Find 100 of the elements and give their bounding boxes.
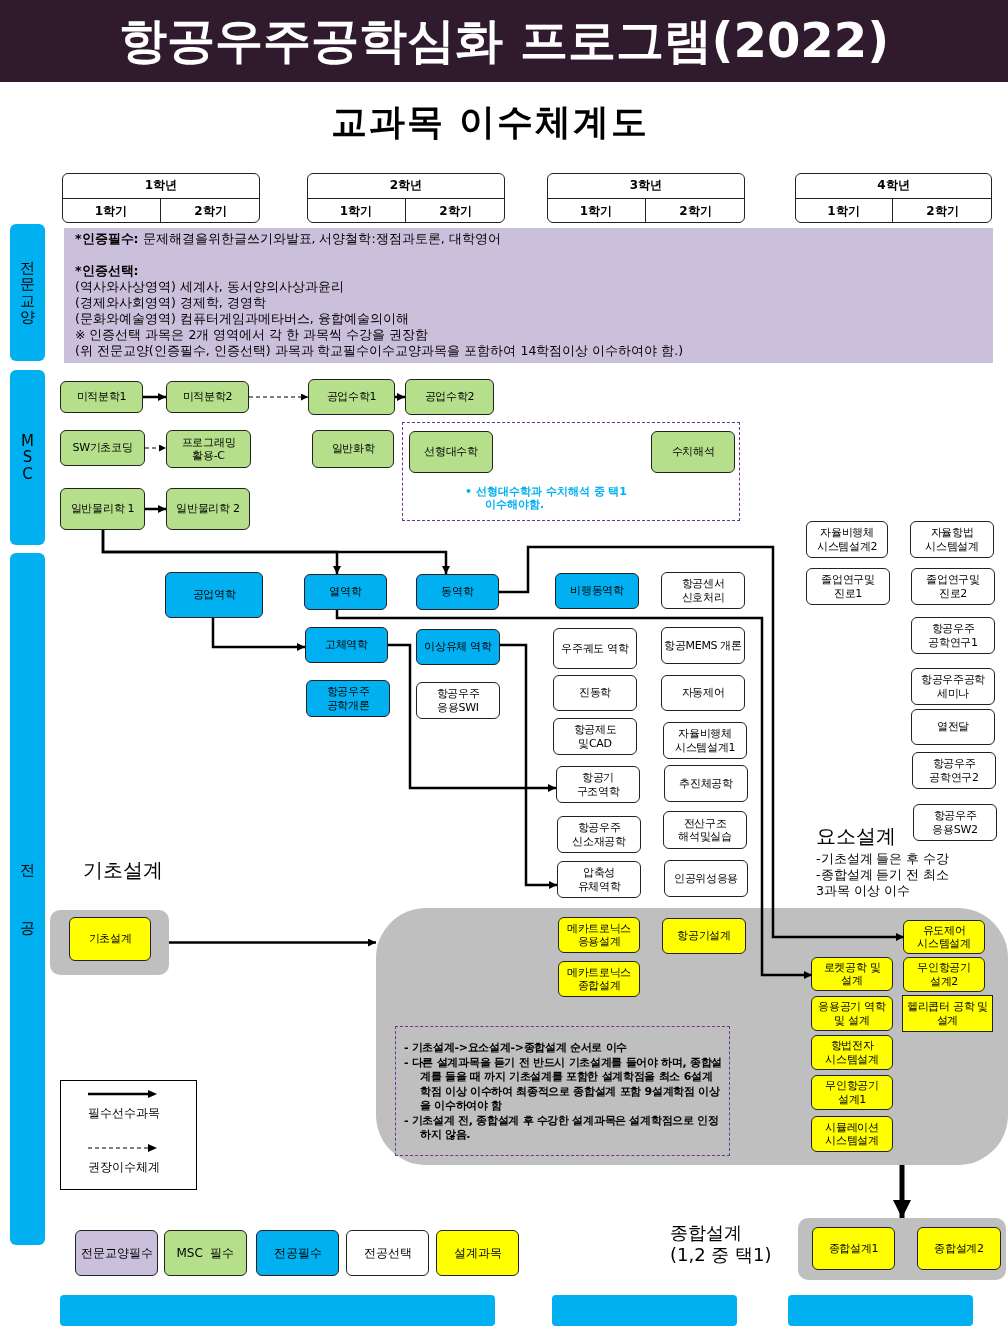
year-label: 2학년 <box>388 178 424 193</box>
course-box <box>806 521 888 558</box>
course-box <box>812 1227 895 1270</box>
course-box <box>910 521 994 558</box>
note-text: 문제해결을위한글쓰기와발표, 서양철학:쟁점과토론, 대학영어 <box>142 231 501 246</box>
arrow <box>248 393 309 401</box>
course-name: 공업수학1 <box>326 390 377 404</box>
year-header <box>62 173 260 223</box>
course-name: 전산구조 해석및실습 <box>677 816 733 844</box>
course-name: 이상유체 역학 <box>424 640 492 654</box>
course-box <box>811 957 893 991</box>
course-box <box>663 722 747 759</box>
course-box <box>416 682 500 719</box>
note-text: • 선형대수학과 수치해석 중 택1 이수해야함. <box>465 485 628 512</box>
course-box <box>409 431 493 473</box>
course-name: 일반물리학 1 <box>70 502 135 516</box>
group-heading: 요소설계 <box>816 824 896 848</box>
course-name: 시뮬레이션 시스템설계 <box>824 1120 880 1148</box>
course-box <box>661 572 745 609</box>
arrow <box>144 444 167 452</box>
arrow <box>500 643 557 889</box>
course-name: 유도제어 시스템설계 <box>916 923 972 951</box>
semester-label: 1학기 <box>579 203 613 219</box>
course-box <box>661 675 745 711</box>
arrow <box>143 393 166 401</box>
year-label: 1학년 <box>143 178 179 193</box>
course-name: 항공우주공학 세미나 <box>919 673 987 700</box>
course-box <box>557 816 641 853</box>
course-name: 자동제어 <box>681 686 725 700</box>
year-label: 4학년 <box>876 178 911 193</box>
course-box <box>60 381 143 413</box>
course-name: 일반물리학 2 <box>176 502 240 516</box>
arrow <box>388 643 556 792</box>
course-box <box>553 675 637 711</box>
group-heading: 기초설계 <box>83 858 163 882</box>
course-box <box>60 430 145 466</box>
year-header <box>795 173 992 223</box>
course-box <box>664 860 748 897</box>
course-name: 로켓공학 및 설계 <box>822 960 882 988</box>
arrow <box>101 530 450 574</box>
arrow <box>893 1165 911 1218</box>
legend-label: 권장이수체계 <box>88 1159 160 1176</box>
course-box <box>558 961 640 997</box>
course-name: 항공기 구조역학 <box>575 771 621 798</box>
group-note: -종합설계 듣기 전 최소 3과목 이상 이수 <box>816 867 951 899</box>
course-name: 비행동역학 <box>570 584 624 598</box>
course-box <box>663 811 747 849</box>
course-box <box>811 1116 893 1152</box>
course-box <box>661 627 745 664</box>
note-text: (위 전문교양(인증필수, 인증선택) 과목과 학교필수이수교양과목을 포함하여 14학점이상 이수하여야 함.) <box>75 343 685 359</box>
legend-label: 필수선수과목 <box>88 1105 160 1122</box>
course-name: 헬리콥터 공학 및 설계 <box>905 1000 990 1027</box>
arrow <box>335 609 812 979</box>
course-box <box>405 379 494 415</box>
course-box <box>811 996 893 1031</box>
course-name: 항공우주 공학개론 <box>325 685 371 712</box>
course-box <box>416 629 500 665</box>
course-name: 열역학 <box>329 585 362 599</box>
course-box <box>166 430 251 468</box>
course-box <box>913 804 997 841</box>
arrow <box>169 938 376 947</box>
course-name: 압축성 유체역학 <box>576 866 622 893</box>
note-text: *인증선택: <box>75 263 140 279</box>
note-text: (역사와사상영역) 세계사, 동서양의사상과윤리 <box>75 279 345 295</box>
course-name: 진동학 <box>578 686 612 700</box>
course-name: 항공우주 응용SW2 <box>931 809 979 836</box>
arrow <box>395 393 405 401</box>
subtitle: 교과목 이수체계도 <box>329 100 651 144</box>
semester-cell <box>307 198 406 223</box>
legend-label: 전문교양필수 <box>80 1244 153 1262</box>
year-header <box>307 173 505 223</box>
course-box <box>903 957 985 992</box>
course-box <box>664 765 748 802</box>
legend-label: MSC 필수 <box>176 1244 235 1262</box>
course-box <box>556 766 640 803</box>
course-box <box>903 920 985 954</box>
course-name: 무인항공기 설계1 <box>824 1079 880 1106</box>
course-name: 고체역학 <box>325 638 368 652</box>
note-frame <box>402 422 740 521</box>
course-box <box>558 917 640 953</box>
course-box <box>811 1075 893 1110</box>
course-name: 자율항법 시스템설계 <box>924 526 980 553</box>
course-name: 자율비행체 시스템설계1 <box>673 727 737 754</box>
course-name: 선형대수학 <box>424 445 478 459</box>
course-box <box>651 431 735 473</box>
category-band <box>10 370 45 545</box>
course-box <box>912 752 996 789</box>
legend-label: 설계과목 <box>453 1244 502 1262</box>
course-name: 수치해석 <box>671 445 715 459</box>
course-name: SW기초코딩 <box>72 441 133 455</box>
course-box <box>553 718 637 755</box>
course-box <box>304 574 387 610</box>
semester-label: 2학기 <box>439 203 472 219</box>
notes-panel <box>64 228 993 363</box>
course-name: 항공기설계 <box>677 929 731 943</box>
course-name: 기초설계 <box>88 932 132 946</box>
course-name: 항공우주 신소재공학 <box>571 821 627 848</box>
note-text: - 기초설계->요소설계->종합설계 순서로 이수 <box>404 1041 629 1056</box>
course-name: 미적분학1 <box>76 390 127 404</box>
semester-label: 1학기 <box>339 203 373 219</box>
